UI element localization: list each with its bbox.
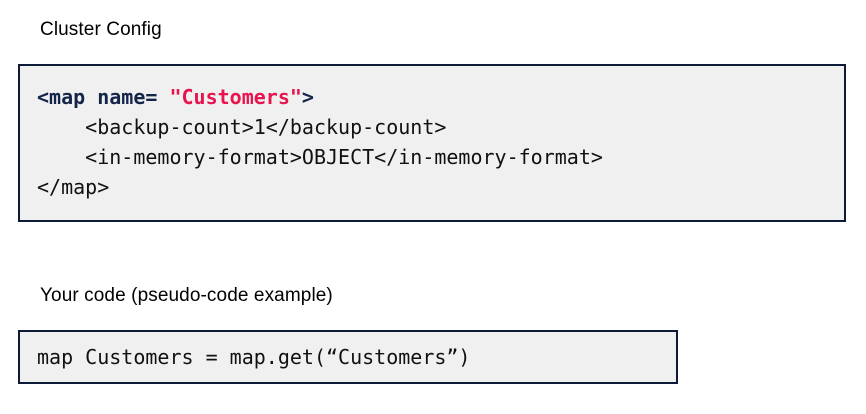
your-code-code-box[interactable]: map Customers = map.get(“Customers”) [18, 330, 678, 384]
your-code-heading: Your code (pseudo-code example) [40, 285, 333, 306]
code-token-tag-close-bracket: > [301, 85, 314, 109]
cluster-config-heading: Cluster Config [40, 19, 162, 40]
code-token-tag-open: <map name= [37, 85, 170, 109]
code-line-backup-count: <backup-count>1</backup-count> [37, 115, 447, 139]
code-token-string-customers: "Customers" [169, 85, 302, 109]
your-code-code: map Customers = map.get(“Customers”) [37, 345, 471, 369]
cluster-config-code-box[interactable]: <map name= "Customers"> <backup-count>1<… [18, 64, 846, 222]
code-line-map-close: </map> [37, 175, 110, 199]
cluster-config-code: <map name= "Customers"> <backup-count>1<… [20, 66, 844, 202]
code-line-in-memory-format: <in-memory-format>OBJECT</in-memory-form… [37, 145, 603, 169]
